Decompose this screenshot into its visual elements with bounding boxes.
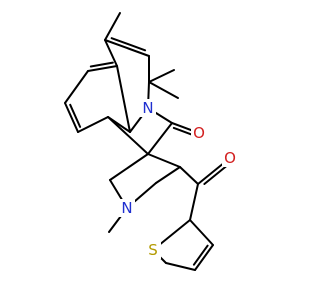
bond-20 [107,116,149,155]
bond-31 [189,183,199,221]
bond-17 [77,116,109,133]
bond-34 [192,244,209,266]
bond-30 [203,163,230,185]
bond-16 [69,103,82,128]
bond-0 [104,12,121,41]
bond-2 [110,37,147,52]
atom-label-n-pyrrolidine: N [121,199,132,217]
bond-28 [179,166,199,185]
bond-9 [172,126,196,137]
atom-n-pyrrolidine: N [119,199,135,217]
bond-35 [165,262,196,271]
bond-5 [148,81,179,99]
atom-label-layer: N O N O S [119,99,238,259]
atom-label-o-ketone: O [224,149,236,167]
bond-32 [189,219,214,246]
atom-label-n-indole: N [142,99,153,117]
atom-label-o-lactam: O [193,124,205,142]
bond-21 [147,122,173,155]
atom-n-indole: N [140,99,156,117]
bond-14 [64,70,89,104]
atom-o-lactam: O [191,124,207,142]
bond-22 [147,153,181,168]
atom-label-s-thiophene: S [148,241,158,259]
atom-s-thiophene: S [145,241,161,259]
bond-19 [116,65,131,133]
bond-layer [64,12,231,271]
bond-23 [155,166,181,184]
bond-1 [104,39,150,57]
bond-33 [194,244,214,271]
bond-13 [89,61,114,68]
bond-4 [148,69,175,83]
bond-12 [87,65,118,72]
atom-o-ketone: O [222,149,238,167]
bond-15 [64,102,79,133]
bond-25 [109,153,149,181]
molecule-structure: N O N O S [64,12,238,271]
bond-11 [104,39,118,67]
